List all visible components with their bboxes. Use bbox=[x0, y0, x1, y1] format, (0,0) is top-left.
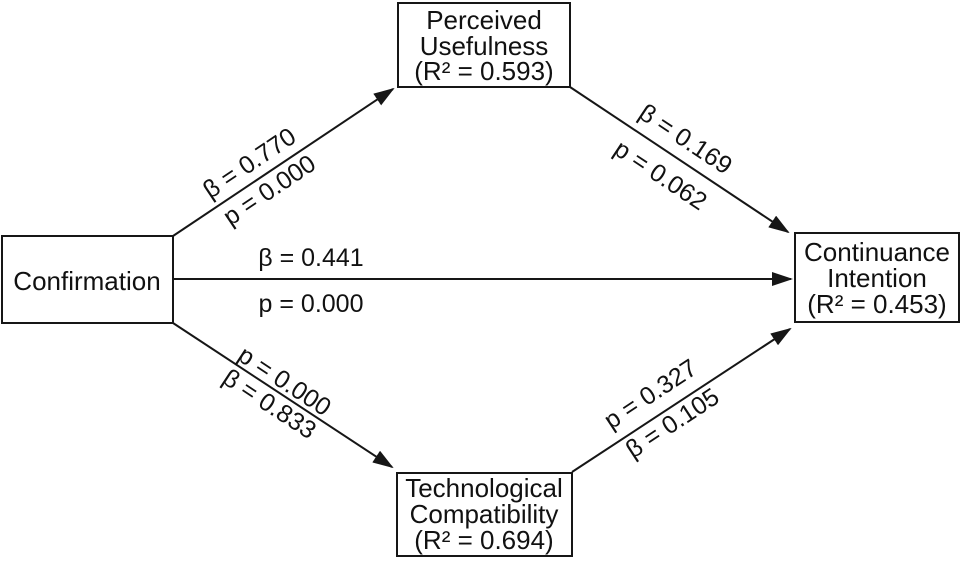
confirmation-box bbox=[1, 235, 174, 324]
node-confirmation: Confirmation bbox=[1, 235, 174, 324]
continuance-intention-r-squared: (R² = 0.453) bbox=[807, 289, 946, 319]
edge-perceived-usefulness-to-continuance-intention bbox=[569, 86, 790, 234]
edge-technological-compatibility-to-continuance-intention bbox=[571, 327, 792, 473]
continuance-intention-label-line2: Intention bbox=[827, 263, 927, 293]
edge-confirmation-to-technological-compatibility bbox=[172, 322, 394, 469]
node-technological-compatibility: Technological Compatibility (R² = 0.694) bbox=[396, 472, 573, 557]
technological-compatibility-r-squared: (R² = 0.694) bbox=[414, 525, 553, 555]
technological-compatibility-label-line2: Compatibility bbox=[410, 499, 559, 529]
perceived-usefulness-label-line2: Usefulness bbox=[420, 31, 549, 61]
continuance-intention-box bbox=[794, 232, 960, 323]
perceived-usefulness-box bbox=[397, 2, 571, 88]
continuance-intention-label-line1: Continuance bbox=[804, 237, 950, 267]
confirmation-label: Confirmation bbox=[13, 266, 160, 296]
technological-compatibility-label-line1: Technological bbox=[405, 473, 563, 503]
node-perceived-usefulness: Perceived Usefulness (R² = 0.593) bbox=[397, 2, 571, 88]
perceived-usefulness-r-squared: (R² = 0.593) bbox=[414, 56, 553, 86]
node-continuance-intention: Continuance Intention (R² = 0.453) bbox=[794, 232, 960, 323]
edge-confirmation-to-perceived-usefulness bbox=[172, 87, 395, 237]
beta-label-confirmation-to-continuance-intention: β = 0.441 bbox=[258, 244, 363, 272]
technological-compatibility-box bbox=[396, 472, 573, 557]
perceived-usefulness-label-line1: Perceived bbox=[426, 5, 542, 35]
p-label-confirmation-to-continuance-intention: p = 0.000 bbox=[259, 290, 364, 318]
